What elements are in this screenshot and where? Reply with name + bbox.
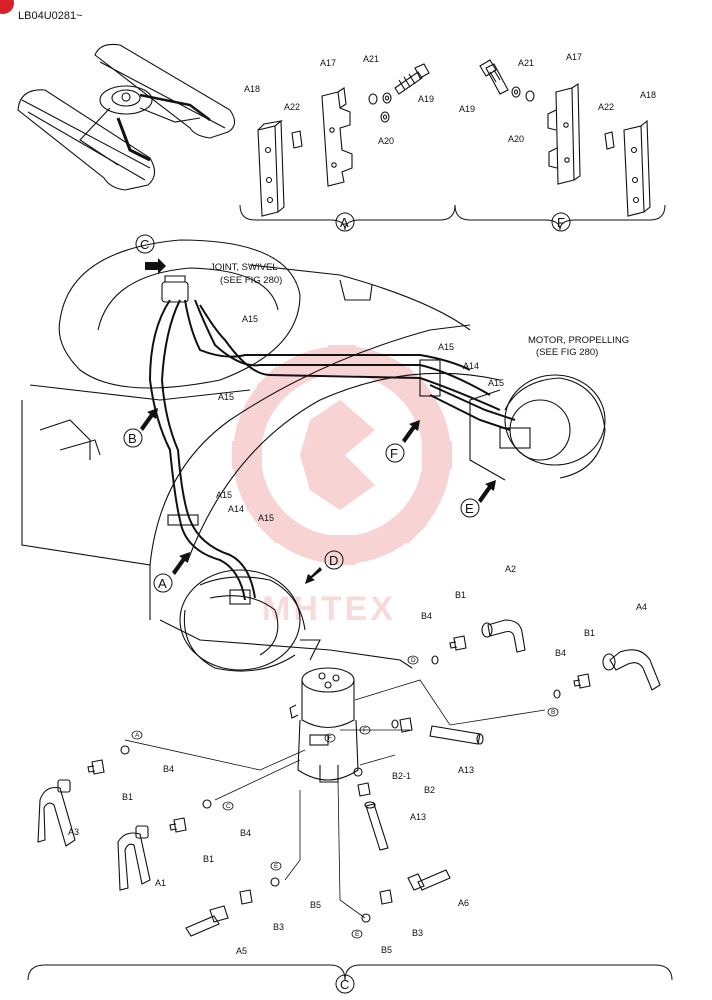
label-a13-right: A13 xyxy=(458,765,474,775)
arrow-b-icon xyxy=(140,408,158,431)
watermark-text: MHTEX xyxy=(262,590,396,628)
label-a6: A6 xyxy=(458,898,469,908)
label-a20-f: A20 xyxy=(508,134,524,144)
part-labels: A18 A22 A17 A21 A19 A20 A19 A21 A17 A20 … xyxy=(68,52,656,956)
arrow-a-icon xyxy=(172,552,190,575)
label-b1-mid: B1 xyxy=(203,854,214,864)
conn-a: A xyxy=(135,732,140,739)
view-arrows xyxy=(140,258,496,584)
note-swivel-ref: (SEE FIG 280) xyxy=(220,275,282,286)
label-b5-left: B5 xyxy=(310,900,321,910)
label-b3-left: B3 xyxy=(273,922,284,932)
conn-d: D xyxy=(411,657,416,664)
label-a17-f: A17 xyxy=(566,52,582,62)
label-b1-top: B1 xyxy=(455,590,466,600)
connection-markers xyxy=(131,655,559,939)
label-a19: A19 xyxy=(418,94,434,104)
view-label-d: D xyxy=(329,553,338,568)
label-a4: A4 xyxy=(636,602,647,612)
conn-f-2: F xyxy=(328,735,332,742)
detail-f-group xyxy=(479,59,651,217)
view-label-e: E xyxy=(465,501,474,516)
connection-marker-labels: D B A F F C E E xyxy=(135,657,555,938)
label-b4-left: B4 xyxy=(163,764,174,774)
label-a5: A5 xyxy=(236,946,247,956)
label-a18-f: A18 xyxy=(640,90,656,100)
label-a15-right: A15 xyxy=(488,378,504,388)
label-a22: A22 xyxy=(284,102,300,112)
label-a13-mid: A13 xyxy=(410,812,426,822)
conn-c: C xyxy=(226,803,231,810)
label-b1-right: B1 xyxy=(584,628,595,638)
label-a14-right: A14 xyxy=(463,361,479,371)
machine-thumbnail xyxy=(17,43,236,191)
label-a22-f: A22 xyxy=(598,102,614,112)
view-label-a: A xyxy=(158,576,167,591)
label-a17: A17 xyxy=(320,58,336,68)
detail-brackets xyxy=(27,204,673,981)
label-a1: A1 xyxy=(155,878,166,888)
page-marker-dot xyxy=(0,0,14,14)
arrow-e-icon xyxy=(478,480,496,503)
label-a15-turntable: A15 xyxy=(218,392,234,402)
note-motor: MOTOR, PROPELLING xyxy=(528,335,629,346)
label-a3: A3 xyxy=(68,827,79,837)
view-label-detail-a: A xyxy=(340,215,349,230)
label-a18: A18 xyxy=(244,84,260,94)
label-a2: A2 xyxy=(505,564,516,574)
label-a15-left-top: A15 xyxy=(216,490,232,500)
view-label-f: F xyxy=(390,446,398,461)
label-a21-f: A21 xyxy=(518,58,534,68)
arrow-c-icon xyxy=(145,258,166,274)
document-code: LB04U0281~ xyxy=(18,10,83,22)
label-b5-right: B5 xyxy=(381,945,392,955)
label-a15-left: A15 xyxy=(258,513,274,523)
conn-e-2: E xyxy=(355,931,360,938)
label-a15-swivel: A15 xyxy=(242,314,258,324)
label-a19-f: A19 xyxy=(459,104,475,114)
label-a15-top: A15 xyxy=(438,342,454,352)
conn-f-1: F xyxy=(363,727,367,734)
label-b4-right: B4 xyxy=(555,648,566,658)
view-label-detail-f: F xyxy=(557,215,565,230)
conn-b: B xyxy=(551,709,555,716)
label-b3-right: B3 xyxy=(412,928,423,938)
exploded-view xyxy=(37,619,661,937)
note-swivel: JOINT, SWIVEL xyxy=(210,262,278,273)
label-b2-1: B2-1 xyxy=(392,771,411,781)
notes: JOINT, SWIVEL (SEE FIG 280) MOTOR, PROPE… xyxy=(210,262,629,358)
label-b1-left: B1 xyxy=(122,792,133,802)
arrow-d-icon xyxy=(305,567,322,584)
view-marker-labels: A F C B F E A D C xyxy=(128,215,565,992)
view-label-b: B xyxy=(128,431,137,446)
view-label-exploded-c: C xyxy=(340,977,349,992)
arrow-f-icon xyxy=(402,420,420,443)
view-label-c: C xyxy=(140,237,149,252)
label-a21: A21 xyxy=(363,54,379,64)
label-b2: B2 xyxy=(424,785,435,795)
view-markers xyxy=(123,212,571,994)
label-a14-left: A14 xyxy=(228,504,244,514)
label-a20: A20 xyxy=(378,136,394,146)
label-b4-top: B4 xyxy=(421,611,432,621)
note-motor-ref: (SEE FIG 280) xyxy=(536,347,598,358)
conn-e-1: E xyxy=(274,863,279,870)
label-b4-mid: B4 xyxy=(240,828,251,838)
main-assembly xyxy=(21,239,606,672)
detail-a-group xyxy=(257,63,430,217)
